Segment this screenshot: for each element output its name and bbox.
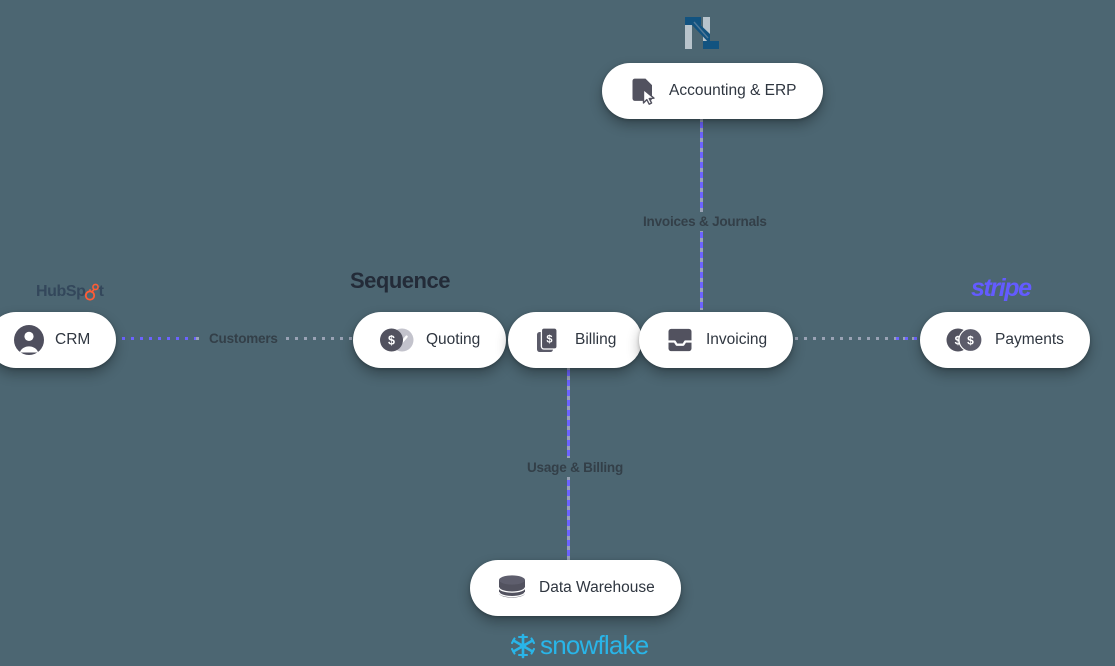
stacked-invoice-dollar-icon: $: [537, 327, 558, 352]
snowflake-flake-icon: [510, 633, 536, 658]
edge-invoicing-payments: [768, 337, 918, 340]
node-label-payments: Payments: [995, 331, 1064, 348]
database-cylinder-icon: [498, 575, 526, 598]
brand-logo-hubspot: HubSp t: [36, 283, 104, 301]
node-quoting[interactable]: $ Quoting: [353, 312, 507, 368]
node-billing[interactable]: $ Billing: [508, 312, 643, 368]
node-payments[interactable]: $ $ Payments: [920, 312, 1090, 368]
svg-text:$: $: [546, 334, 552, 346]
node-crm[interactable]: CRM: [0, 312, 117, 368]
node-label-invoicing: Invoicing: [706, 331, 768, 348]
hubspot-wordmark-tail: t: [98, 283, 104, 300]
document-cursor-icon: [632, 78, 655, 105]
two-dollar-coins-icon: $ $: [946, 327, 983, 353]
section-title-sequence: Sequence: [350, 268, 450, 293]
brand-logo-stripe: stripe: [971, 274, 1032, 303]
brand-logo-netsuite: [681, 12, 723, 54]
netsuite-n-icon: [685, 17, 719, 49]
person-avatar-icon: [14, 325, 44, 355]
edge-label-invoices-journals: Invoices & Journals: [637, 212, 773, 231]
edge-invoicing-payments-accent: [896, 337, 924, 340]
hubspot-wordmark: HubSp: [36, 283, 86, 300]
brand-logo-snowflake: snowflake: [508, 630, 649, 661]
node-label-billing: Billing: [575, 331, 617, 348]
node-invoicing[interactable]: Invoicing: [639, 312, 794, 368]
hubspot-sprocket-icon: [84, 283, 99, 301]
svg-text:$: $: [955, 334, 962, 348]
node-data-warehouse[interactable]: Data Warehouse: [470, 560, 681, 616]
node-label-data-warehouse: Data Warehouse: [539, 579, 655, 596]
inbox-tray-icon: [668, 328, 692, 352]
node-label-accounting-erp: Accounting & ERP: [669, 82, 797, 99]
node-accounting-erp[interactable]: Accounting & ERP: [602, 63, 823, 119]
snowflake-wordmark: snowflake: [540, 630, 649, 660]
edge-label-usage-billing: Usage & Billing: [521, 458, 630, 477]
edge-label-customers: Customers: [204, 331, 283, 346]
stripe-wordmark: stripe: [971, 274, 1032, 302]
svg-text:$: $: [388, 334, 395, 348]
dollar-coin-check-icon: $: [380, 328, 414, 352]
node-label-quoting: Quoting: [426, 331, 481, 348]
svg-text:$: $: [967, 334, 974, 348]
node-label-crm: CRM: [55, 331, 91, 348]
edge-crm-quoting-accent: [122, 337, 200, 340]
